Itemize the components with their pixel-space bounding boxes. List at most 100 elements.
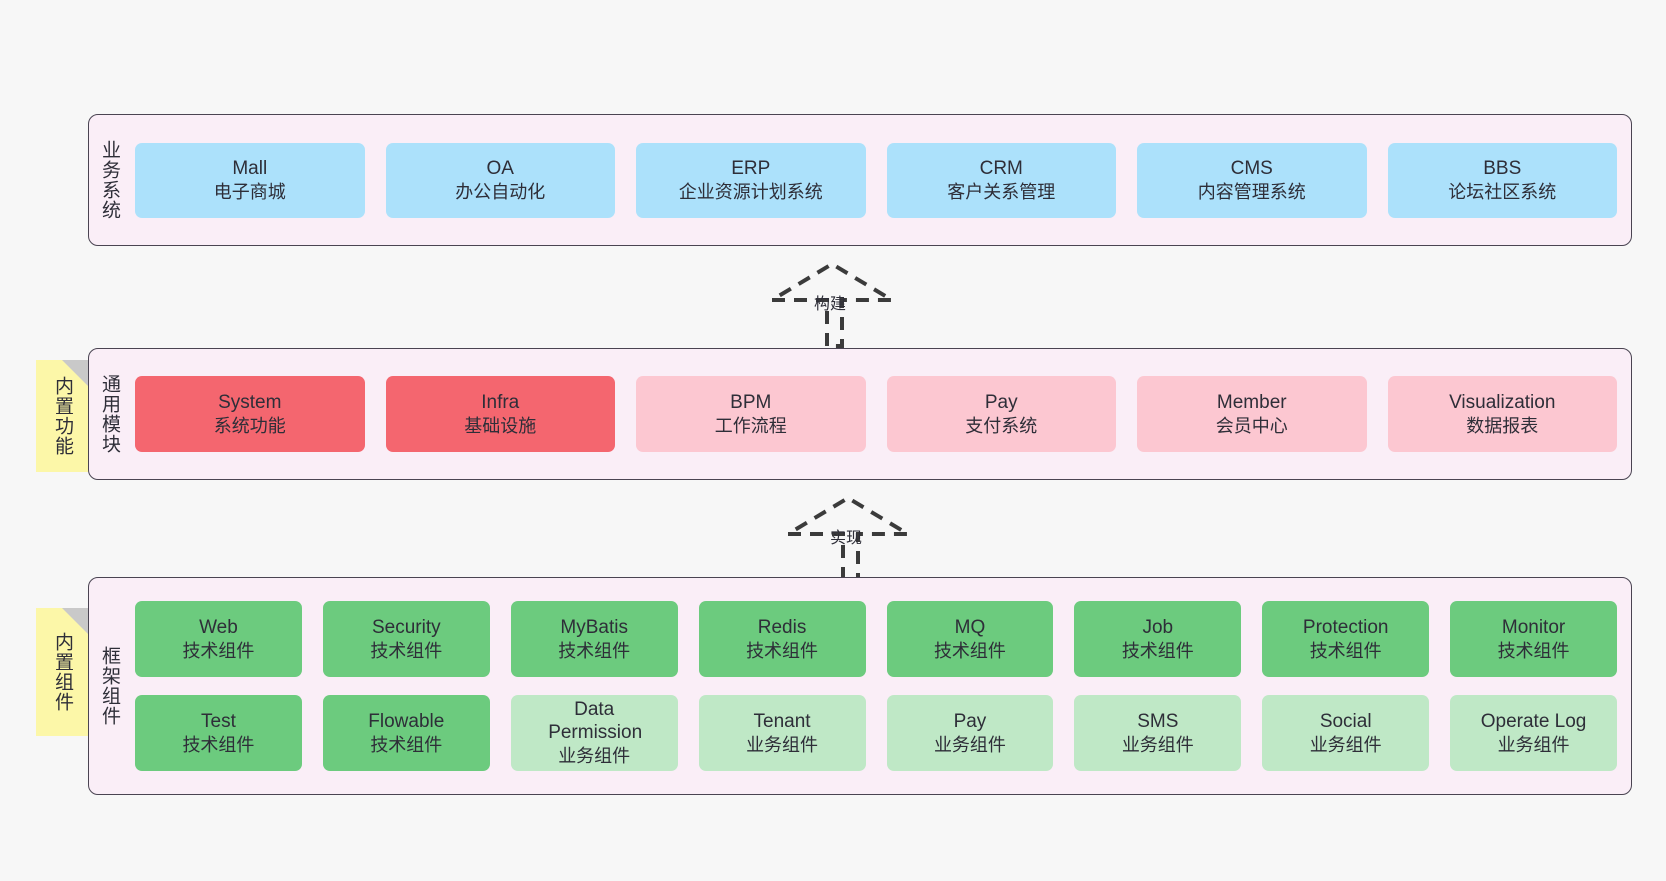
connector-build-label: 构建 xyxy=(814,296,847,313)
row: Web 技术组件 Security 技术组件 MyBatis 技术组件 Redi… xyxy=(135,601,1617,677)
node-mybatis[interactable]: MyBatis 技术组件 xyxy=(510,601,678,677)
node-subtitle: 会员中心 xyxy=(1215,415,1288,436)
layer-body-common-modules: System 系统功能 Infra 基础设施 BPM 工作流程 Pay 支付系统… xyxy=(129,349,1631,479)
node-infra[interactable]: Infra 基础设施 xyxy=(385,376,615,452)
node-title: ERP xyxy=(731,158,771,180)
node-mq[interactable]: MQ 技术组件 xyxy=(886,601,1054,677)
layer-business-systems: 业务系统 Mall 电子商城 OA 办公自动化 ERP 企业资源计划系统 CRM xyxy=(88,114,1632,246)
note-text: 内置功能 xyxy=(52,376,74,456)
node-title: CRM xyxy=(979,158,1023,180)
node-title: Operate Log xyxy=(1480,711,1587,733)
note-text: 内置组件 xyxy=(52,632,74,712)
node-subtitle: 系统功能 xyxy=(213,415,286,436)
node-subtitle: 技术组件 xyxy=(558,640,631,661)
node-job[interactable]: Job 技术组件 xyxy=(1074,601,1242,677)
node-subtitle: 技术组件 xyxy=(1497,640,1570,661)
node-security[interactable]: Security 技术组件 xyxy=(322,601,490,677)
node-member[interactable]: Member 会员中心 xyxy=(1137,376,1367,452)
node-subtitle: 技术组件 xyxy=(1121,640,1194,661)
node-erp[interactable]: ERP 企业资源计划系统 xyxy=(636,142,866,218)
node-system[interactable]: System 系统功能 xyxy=(135,376,365,452)
node-oa[interactable]: OA 办公自动化 xyxy=(385,142,615,218)
node-subtitle: 技术组件 xyxy=(182,734,255,755)
node-title: BPM xyxy=(730,392,772,414)
connector-implement-arrow xyxy=(780,495,916,582)
node-subtitle: 数据报表 xyxy=(1466,415,1539,436)
node-bbs[interactable]: BBS 论坛社区系统 xyxy=(1387,142,1617,218)
node-title: CMS xyxy=(1230,158,1273,180)
node-subtitle: 技术组件 xyxy=(933,640,1006,661)
connector-implement-label: 实现 xyxy=(830,530,863,547)
node-title: Monitor xyxy=(1501,617,1566,639)
node-title: Social xyxy=(1319,711,1372,733)
node-title: System xyxy=(218,392,282,414)
node-title: Security xyxy=(371,617,441,639)
node-subtitle: 企业资源计划系统 xyxy=(678,181,823,202)
note-fold-corner-icon xyxy=(62,360,88,386)
node-mall[interactable]: Mall 电子商城 xyxy=(135,142,365,218)
row: System 系统功能 Infra 基础设施 BPM 工作流程 Pay 支付系统… xyxy=(135,376,1617,452)
node-social[interactable]: Social 业务组件 xyxy=(1262,695,1430,771)
node-bpm[interactable]: BPM 工作流程 xyxy=(636,376,866,452)
node-tenant[interactable]: Tenant 业务组件 xyxy=(698,695,866,771)
node-flowable[interactable]: Flowable 技术组件 xyxy=(322,695,490,771)
node-title: OA xyxy=(486,158,514,180)
layer-body-framework-components: Web 技术组件 Security 技术组件 MyBatis 技术组件 Redi… xyxy=(129,578,1631,794)
node-subtitle: 支付系统 xyxy=(965,415,1038,436)
node-cms[interactable]: CMS 内容管理系统 xyxy=(1137,142,1367,218)
node-title: Tenant xyxy=(753,711,811,733)
connector-build-arrow xyxy=(764,261,900,348)
node-title: Test xyxy=(201,711,236,733)
node-subtitle: 技术组件 xyxy=(370,734,443,755)
node-operate-log[interactable]: Operate Log 业务组件 xyxy=(1450,695,1617,771)
row: Mall 电子商城 OA 办公自动化 ERP 企业资源计划系统 CRM 客户关系… xyxy=(135,142,1617,218)
node-data-permission[interactable]: Data Permission 业务组件 xyxy=(510,695,678,771)
node-subtitle: 技术组件 xyxy=(1309,640,1382,661)
node-title: Member xyxy=(1216,392,1287,414)
node-subtitle: 业务组件 xyxy=(746,734,819,755)
node-redis[interactable]: Redis 技术组件 xyxy=(698,601,866,677)
node-title: Flowable xyxy=(368,711,445,733)
node-title: Visualization xyxy=(1449,392,1556,414)
node-subtitle: 内容管理系统 xyxy=(1197,181,1306,202)
node-subtitle: 技术组件 xyxy=(746,640,819,661)
node-subtitle: 业务组件 xyxy=(558,745,631,766)
node-subtitle: 基础设施 xyxy=(464,415,537,436)
node-subtitle: 业务组件 xyxy=(1309,734,1382,755)
row: Test 技术组件 Flowable 技术组件 Data Permission … xyxy=(135,695,1617,771)
node-subtitle: 论坛社区系统 xyxy=(1448,181,1557,202)
node-subtitle: 客户关系管理 xyxy=(947,181,1056,202)
node-crm[interactable]: CRM 客户关系管理 xyxy=(886,142,1116,218)
node-pay-component[interactable]: Pay 业务组件 xyxy=(886,695,1054,771)
node-title: Infra xyxy=(481,392,520,414)
node-subtitle: 办公自动化 xyxy=(455,181,546,202)
node-protection[interactable]: Protection 技术组件 xyxy=(1262,601,1430,677)
node-subtitle: 业务组件 xyxy=(933,734,1006,755)
layer-body-business-systems: Mall 电子商城 OA 办公自动化 ERP 企业资源计划系统 CRM 客户关系… xyxy=(129,115,1631,245)
layer-common-modules: 通用模块 System 系统功能 Infra 基础设施 BPM 工作流程 Pay xyxy=(88,348,1632,480)
node-title: MyBatis xyxy=(560,617,628,639)
node-title: Web xyxy=(199,617,238,639)
node-title: Pay xyxy=(984,392,1018,414)
layer-title-common-modules: 通用模块 xyxy=(99,374,121,454)
connector-build: 构建 xyxy=(752,258,912,350)
node-visualization[interactable]: Visualization 数据报表 xyxy=(1387,376,1617,452)
node-monitor[interactable]: Monitor 技术组件 xyxy=(1450,601,1617,677)
node-title: Redis xyxy=(757,617,807,639)
node-title: Protection xyxy=(1302,617,1389,639)
note-fold-corner-icon xyxy=(62,608,88,634)
node-test[interactable]: Test 技术组件 xyxy=(135,695,302,771)
node-title: SMS xyxy=(1137,711,1179,733)
node-title: Job xyxy=(1142,617,1174,639)
note-builtin-functions: 内置功能 xyxy=(36,360,88,472)
node-web[interactable]: Web 技术组件 xyxy=(135,601,302,677)
node-subtitle: 业务组件 xyxy=(1121,734,1194,755)
node-sms[interactable]: SMS 业务组件 xyxy=(1074,695,1242,771)
layer-framework-components: 框架组件 Web 技术组件 Security 技术组件 MyBatis 技术组件… xyxy=(88,577,1632,795)
node-title: BBS xyxy=(1483,158,1522,180)
node-title: Data Permission xyxy=(548,699,643,743)
node-subtitle: 业务组件 xyxy=(1497,734,1570,755)
node-subtitle: 技术组件 xyxy=(182,640,255,661)
node-pay-module[interactable]: Pay 支付系统 xyxy=(886,376,1116,452)
